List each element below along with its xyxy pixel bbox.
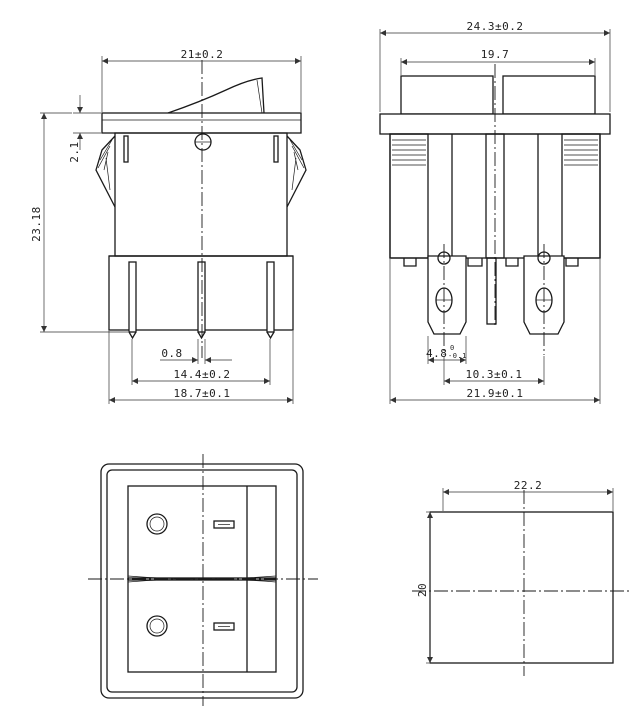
dim-front-body-width: 18.7±0.1: [174, 387, 231, 400]
dim-front-top-width: 21±0.2: [181, 48, 224, 61]
dim-side-terminal-tol-lower: -0.1: [448, 352, 467, 360]
dim-side-terminal-pitch: 10.3±0.1: [466, 368, 523, 381]
dim-side-overall-width: 24.3±0.2: [467, 20, 524, 33]
dim-front-flange-height: 2.1: [68, 141, 81, 162]
top-view: [88, 454, 318, 706]
dim-side-terminal-width: 4.8: [426, 347, 447, 360]
dim-front-total-height: 23.18: [30, 206, 43, 242]
dim-cutout-height: 20: [416, 583, 429, 597]
panel-cutout: 22.2 20: [412, 479, 630, 676]
dim-side-cap-width: 19.7: [481, 48, 510, 61]
dim-side-terminal-tol-upper: 0: [450, 344, 455, 352]
dim-side-body-width: 21.9±0.1: [467, 387, 524, 400]
dim-cutout-width: 22.2: [514, 479, 543, 492]
dim-front-pin-width: 0.8: [161, 347, 182, 360]
front-view: 21±0.2 2.1 23.18 0.8 14.4±0.2 18.7±0.1: [30, 48, 307, 404]
side-view: 24.3±0.2 19.7 4.8 0 -0.1 10.3±0.1 21.9±0…: [379, 20, 611, 404]
dim-front-pin-span: 14.4±0.2: [174, 368, 231, 381]
